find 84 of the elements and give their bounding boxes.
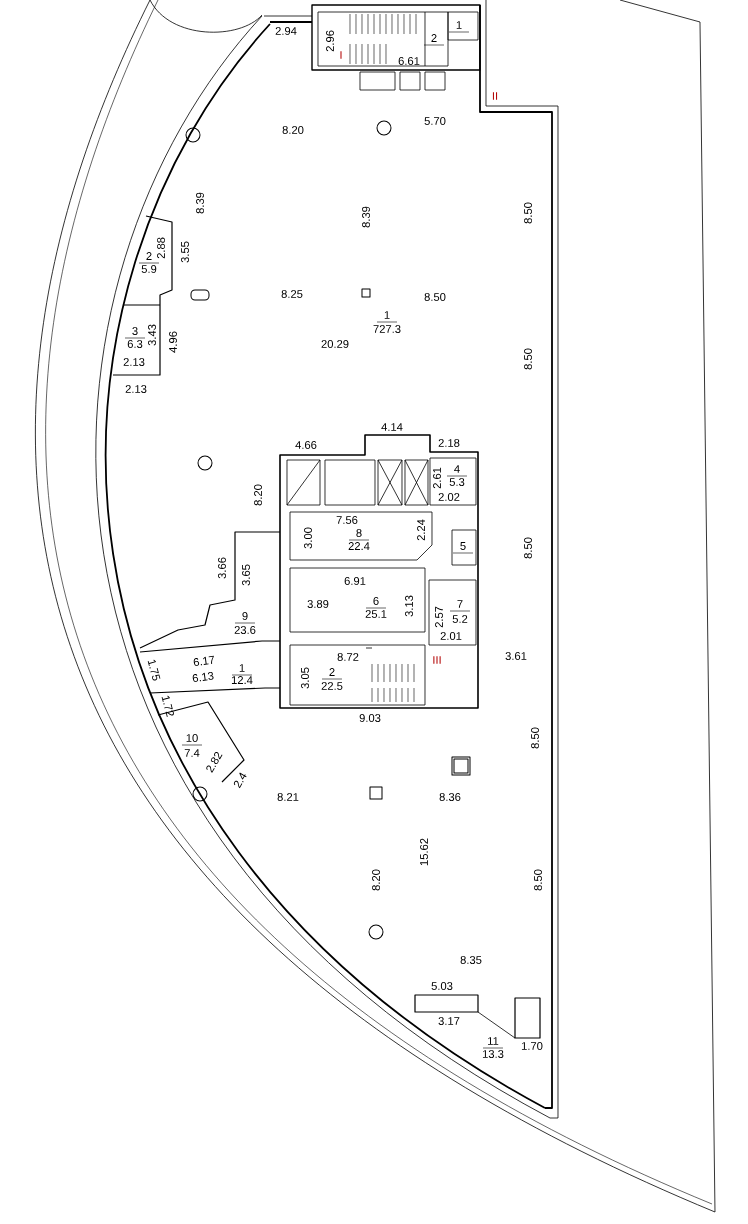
room-number: 4 bbox=[454, 465, 460, 473]
room-area: 22.5 bbox=[321, 682, 343, 690]
room-number: 2 bbox=[329, 668, 335, 676]
dimension-label: 2.94 bbox=[275, 27, 297, 35]
dimension-label: 2.24 bbox=[417, 519, 425, 541]
dimension-label: 3.65 bbox=[242, 564, 250, 586]
dimension-label: 4.96 bbox=[169, 331, 177, 353]
dimension-label: 2.96 bbox=[326, 30, 334, 52]
room-area: 727.3 bbox=[373, 325, 401, 333]
dimension-label: 3.13 bbox=[405, 595, 413, 617]
room-number: 5 bbox=[460, 542, 466, 550]
room-number: 1 bbox=[456, 21, 462, 29]
dimension-label: 5.70 bbox=[424, 117, 446, 125]
room-number: 1 bbox=[239, 664, 245, 672]
room-area: 23.6 bbox=[234, 626, 256, 634]
dimension-label: 3.17 bbox=[438, 1017, 460, 1025]
room-number: 7 bbox=[457, 600, 463, 608]
dimension-label: 1.70 bbox=[521, 1042, 543, 1050]
dimension-label: 3.05 bbox=[301, 667, 309, 689]
room-number: 1 bbox=[384, 311, 390, 319]
room-number: 2 bbox=[431, 34, 437, 42]
room-number: 9 bbox=[242, 612, 248, 620]
dimension-label: 3.00 bbox=[304, 527, 312, 549]
room-area: 22.4 bbox=[348, 542, 370, 550]
dimension-label: 2.02 bbox=[438, 493, 460, 501]
dimension-label: 3.61 bbox=[505, 652, 527, 660]
dimension-label: 3.43 bbox=[148, 324, 156, 346]
dimension-label: 8.20 bbox=[372, 869, 380, 891]
room-number: 3 bbox=[132, 327, 138, 335]
dimension-label: 1.72 bbox=[161, 695, 174, 717]
dimension-label: 3.66 bbox=[218, 557, 226, 579]
dimension-label: 8.50 bbox=[531, 727, 539, 749]
dimension-label: 2.13 bbox=[125, 385, 147, 393]
room-number: 6 bbox=[373, 597, 379, 605]
dimension-label: 2.57 bbox=[435, 606, 443, 628]
dimension-label: 3.55 bbox=[181, 241, 189, 263]
dimension-label: 8.72 bbox=[337, 653, 359, 661]
dimension-label: 2.61 bbox=[433, 467, 441, 489]
stair-number: II bbox=[492, 92, 498, 100]
dimension-label: 8.50 bbox=[424, 293, 446, 301]
dimension-label: 3.89 bbox=[307, 600, 329, 608]
dimension-label: 8.25 bbox=[281, 290, 303, 298]
dimension-label: 7.56 bbox=[336, 516, 358, 524]
dimension-label: 6.61 bbox=[398, 57, 420, 65]
dimension-label: 4.66 bbox=[295, 441, 317, 449]
dimension-label: 15.62 bbox=[420, 838, 428, 866]
dimension-label: 8.20 bbox=[254, 484, 262, 506]
room-area: 7.4 bbox=[184, 749, 200, 757]
room-number: 8 bbox=[356, 529, 362, 537]
dimension-label: 2.01 bbox=[440, 632, 462, 640]
dimension-label: 1.75 bbox=[147, 659, 161, 681]
dimension-label: 8.39 bbox=[196, 192, 204, 214]
dimension-label: 8.36 bbox=[439, 793, 461, 801]
stair-number: I bbox=[340, 51, 342, 59]
room-area: 5.9 bbox=[141, 265, 157, 273]
dimension-label: 8.50 bbox=[534, 869, 542, 891]
dimension-label: 2.13 bbox=[123, 358, 145, 366]
room-area: 5.2 bbox=[452, 615, 468, 623]
room-area: 25.1 bbox=[365, 610, 387, 618]
dimension-label: 9.03 bbox=[359, 714, 381, 722]
dimension-label: 2.88 bbox=[157, 237, 165, 259]
room-number: 10 bbox=[186, 734, 198, 742]
dimension-label: 8.39 bbox=[362, 206, 370, 228]
room-number: 11 bbox=[488, 1037, 499, 1045]
stair-number: III bbox=[433, 656, 441, 664]
dimension-label: 8.21 bbox=[277, 793, 299, 801]
dimension-label: 8.20 bbox=[282, 126, 304, 134]
dimension-label: 4.14 bbox=[381, 423, 403, 431]
dimension-label: 2.4 bbox=[233, 772, 247, 789]
dimension-label: 2.18 bbox=[438, 439, 460, 447]
room-area: 12.4 bbox=[231, 676, 253, 684]
dimension-label: 8.35 bbox=[460, 956, 482, 964]
room-number: 2 bbox=[146, 252, 152, 260]
dimension-label: 8.50 bbox=[524, 537, 532, 559]
dimension-label: 8.50 bbox=[524, 348, 532, 370]
dimension-label: 6.13 bbox=[192, 671, 214, 682]
dimension-label: 6.91 bbox=[344, 577, 366, 585]
room-area: 13.3 bbox=[482, 1050, 504, 1058]
room-area: 6.3 bbox=[127, 340, 143, 348]
dimension-label: 20.29 bbox=[321, 340, 349, 348]
room-area: 5.3 bbox=[449, 478, 465, 486]
dimension-label: 5.03 bbox=[431, 982, 453, 990]
dimension-label: 8.50 bbox=[524, 202, 532, 224]
dimension-label: 6.17 bbox=[193, 655, 214, 666]
